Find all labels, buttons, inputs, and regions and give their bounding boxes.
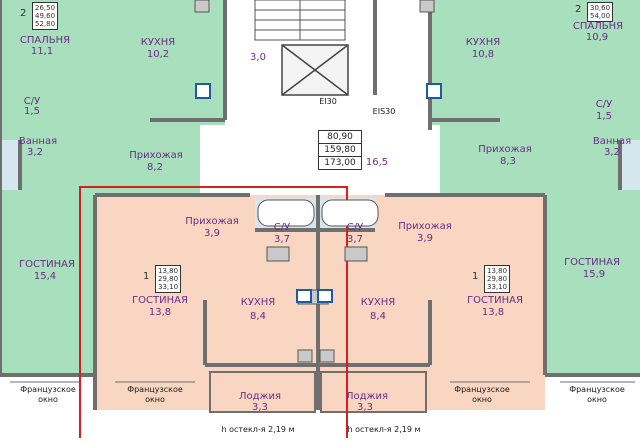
rooms-count-top-left: 2 xyxy=(20,8,27,19)
elevator-shaft xyxy=(281,44,349,96)
french-window-label-1: Французское окно xyxy=(20,385,76,404)
center-right-hall-area: 3,9 xyxy=(417,233,433,244)
living-right-label: ГОСТИНАЯ xyxy=(564,257,620,268)
center-right-su-area: 3,7 xyxy=(347,234,363,245)
center-right-rooms-count: 1 xyxy=(472,271,479,282)
bedroom-left-label: СПАЛЬНЯ xyxy=(19,35,71,46)
living-right-area: 15,9 xyxy=(582,269,606,280)
center-left-living-area: 13,8 xyxy=(148,307,172,318)
center-right-info-box: 13,80 29,80 33,10 xyxy=(484,265,511,293)
center-right-loggia-area: 3,3 xyxy=(357,402,373,413)
ei30-left: EI30 xyxy=(319,97,337,106)
summary-line-1: 80,90 xyxy=(319,131,361,144)
center-right-hall-label: Прихожая xyxy=(398,221,452,232)
living-left-label: ГОСТИНАЯ xyxy=(19,259,75,270)
center-right-loggia-label: Лоджия xyxy=(345,391,389,402)
bath-right-area: 3,2 xyxy=(604,147,620,158)
su-left-area: 1,5 xyxy=(24,106,40,117)
apartment-info-top-left: 26,50 49,60 52,80 xyxy=(32,2,59,30)
french-window-label-2: Французское окно xyxy=(127,385,183,404)
center-left-living-label: ГОСТИНАЯ xyxy=(132,295,188,306)
center-left-rooms-count: 1 xyxy=(143,271,150,282)
hallway-left-label: Прихожая xyxy=(129,150,183,161)
summary-box: 80,90 159,80 173,00 xyxy=(318,130,362,170)
living-left-area: 15,4 xyxy=(33,271,57,282)
su-right-label: С/У xyxy=(595,99,613,110)
hallway-right-label: Прихожая xyxy=(478,144,532,155)
bath-right-label: Ванная xyxy=(592,136,632,147)
highlight-outline xyxy=(79,186,348,438)
bedroom-left-area: 11,1 xyxy=(30,46,54,57)
kitchen-top-right-area: 10,8 xyxy=(471,49,495,60)
su-right-area: 1,5 xyxy=(596,111,612,122)
loggia-right xyxy=(320,371,427,413)
bedroom-right-area: 10,9 xyxy=(585,32,609,43)
center-right-living-area: 13,8 xyxy=(481,307,505,318)
stair-hall-area: 3,0 xyxy=(250,52,266,63)
bath-left-label: Ванная xyxy=(18,136,58,147)
corridor-area: 16,5 xyxy=(365,157,389,168)
center-right-living-label: ГОСТИНАЯ xyxy=(467,295,523,306)
summary-line-3: 173,00 xyxy=(324,158,356,168)
center-left-loggia-label: Лоджия xyxy=(238,391,282,402)
bedroom-right-label: СПАЛЬНЯ xyxy=(572,21,624,32)
summary-line-2: 159,80 xyxy=(319,144,361,157)
apartment-info-top-right: 30,60 54,00 xyxy=(587,2,614,22)
center-left-info-box: 13,80 29,80 33,10 xyxy=(155,265,182,293)
bath-left-area: 3,2 xyxy=(27,147,43,158)
center-left-hall-area: 3,9 xyxy=(204,228,220,239)
walls xyxy=(0,0,640,410)
center-left-kitchen-area: 8,4 xyxy=(250,311,266,322)
staircase xyxy=(254,0,346,41)
loggia-left xyxy=(209,371,316,413)
center-right-kitchen-area: 8,4 xyxy=(370,311,386,322)
french-window-label-4: Французское окно xyxy=(569,385,625,404)
rooms-count-top-right: 2 xyxy=(575,4,582,15)
center-left-su-label: С/У xyxy=(273,222,291,233)
ei30-right: EIS30 xyxy=(372,107,396,116)
glazing-right: h остекл-я 2,19 м xyxy=(347,425,421,434)
center-left-su-area: 3,7 xyxy=(274,234,290,245)
su-left-label: С/У xyxy=(23,96,41,107)
kitchen-top-left-area: 10,2 xyxy=(146,49,170,60)
kitchen-top-left-label: КУХНЯ xyxy=(140,37,176,48)
hallway-right-area: 8,3 xyxy=(500,156,516,167)
french-window-label-3: Французское окно xyxy=(454,385,510,404)
kitchen-top-right-label: КУХНЯ xyxy=(465,37,501,48)
center-right-su-label: С/У xyxy=(346,222,364,233)
center-left-hall-label: Прихожая xyxy=(185,216,239,227)
glazing-left: h остекл-я 2,19 м xyxy=(221,425,295,434)
center-left-loggia-area: 3,3 xyxy=(252,402,268,413)
hallway-left-area: 8,2 xyxy=(147,162,163,173)
center-right-kitchen-label: КУХНЯ xyxy=(360,297,396,308)
center-left-kitchen-label: КУХНЯ xyxy=(240,297,276,308)
